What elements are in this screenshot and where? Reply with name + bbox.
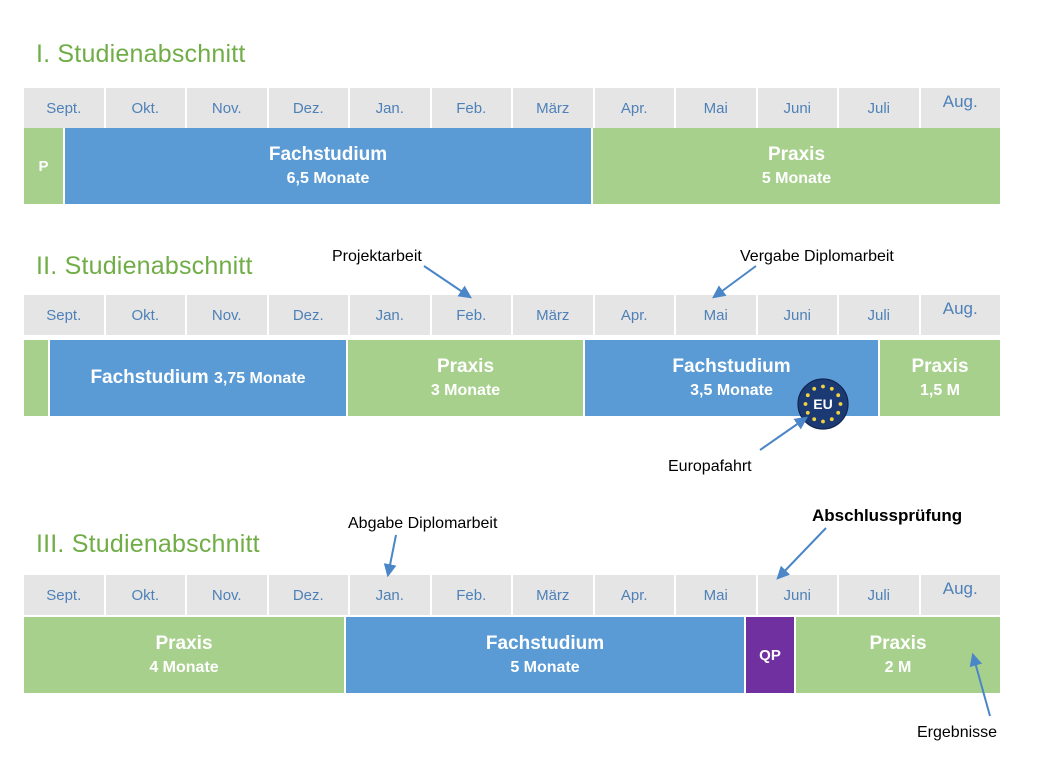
bar-duration: 2 M	[884, 658, 912, 676]
month-cell-okt: Okt.	[105, 575, 187, 615]
month-cell-nov: Nov.	[187, 295, 269, 335]
bar-duration: 3,75 Monate	[213, 369, 306, 387]
month-cell-sept: Sept.	[24, 88, 106, 128]
month-cell-juni: Juni	[757, 295, 839, 335]
month-cell-nov: Nov.	[187, 575, 269, 615]
bar-fachstudium-1-2: Fachstudium 3,75 Monate	[50, 340, 348, 416]
bar-label: Praxis	[911, 355, 969, 377]
month-cell-juni: Juni	[757, 88, 839, 128]
bar-row-2: Fachstudium 3,75 Monate Praxis 3 Monate …	[24, 340, 1000, 416]
bar-label: Fachstudium	[268, 143, 388, 165]
bar-label: Praxis	[869, 632, 927, 654]
month-cell-mai: Mai	[676, 295, 758, 335]
month-cell-juni: Juni	[757, 575, 839, 615]
month-cell-apr: Apr.	[594, 295, 676, 335]
month-cell-feb: Feb.	[431, 295, 513, 335]
month-cell-apr: Apr.	[594, 575, 676, 615]
month-cell-nov: Nov.	[187, 88, 269, 128]
bar-duration: 6,5 Monate	[286, 169, 370, 187]
bar-praxis-p-1: P	[24, 128, 65, 204]
month-cell-maerz: März	[513, 88, 595, 128]
arrow-projektarbeit	[423, 265, 472, 299]
month-cell-okt: Okt.	[105, 88, 187, 128]
annotation-projektarbeit: Projektarbeit	[332, 248, 422, 265]
month-cell-dez: Dez.	[268, 575, 350, 615]
bar-fachstudium-1: Fachstudium 6,5 Monate	[65, 128, 593, 204]
month-header-row-1: Sept. Okt. Nov. Dez. Jan. Feb. März Apr.…	[24, 88, 1000, 128]
arrow-abgabe-diplomarbeit	[383, 534, 397, 578]
eu-emblem-icon: EU	[797, 378, 849, 430]
bar-label: Praxis	[155, 632, 213, 654]
bar-fachstudium-3: Fachstudium 5 Monate	[346, 617, 746, 693]
bar-praxis-2-3: Praxis 2 M	[796, 617, 1000, 693]
month-cell-okt: Okt.	[105, 295, 187, 335]
bar-label: Praxis	[436, 355, 495, 377]
month-cell-feb: Feb.	[431, 575, 513, 615]
bar-row-3: Praxis 4 Monate Fachstudium 5 Monate QP …	[24, 617, 1000, 693]
bar-duration: 1,5 M	[919, 381, 960, 399]
month-cell-aug: Aug.	[920, 88, 1000, 128]
month-cell-maerz: März	[513, 575, 595, 615]
bar-label: QP	[759, 646, 781, 664]
month-cell-mai: Mai	[676, 575, 758, 615]
month-cell-juli: Juli	[839, 88, 921, 128]
section-title-1: I. Studienabschnitt	[36, 40, 246, 68]
bar-fachstudium-2-2: Fachstudium 3,5 Monate	[585, 340, 880, 416]
month-cell-sept: Sept.	[24, 575, 106, 615]
month-cell-mai: Mai	[676, 88, 758, 128]
bar-label: Fachstudium	[672, 355, 791, 377]
bar-duration: 4 Monate	[149, 658, 219, 676]
annotation-vergabe-diplomarbeit: Vergabe Diplomarbeit	[740, 248, 894, 265]
month-cell-apr: Apr.	[594, 88, 676, 128]
arrow-vergabe-diplomarbeit	[712, 265, 757, 299]
bar-praxis-1-3: Praxis 4 Monate	[24, 617, 346, 693]
month-cell-maerz: März	[513, 295, 595, 335]
bar-label: Fachstudium	[90, 366, 209, 388]
bar-qp-3: QP	[746, 617, 796, 693]
bar-praxis-2-2: Praxis 1,5 M	[880, 340, 1000, 416]
month-cell-jan: Jan.	[350, 295, 432, 335]
bar-duration: 3 Monate	[430, 381, 501, 399]
month-cell-jan: Jan.	[350, 88, 432, 128]
bar-label-combined: Fachstudium 3,75 Monate	[90, 367, 305, 390]
month-cell-feb: Feb.	[431, 88, 513, 128]
month-cell-juli: Juli	[839, 295, 921, 335]
month-cell-jan: Jan.	[350, 575, 432, 615]
month-cell-aug: Aug.	[920, 575, 1000, 615]
annotation-europafahrt: Europafahrt	[668, 458, 752, 475]
bar-praxis-1: Praxis 5 Monate	[593, 128, 1000, 204]
month-cell-sept: Sept.	[24, 295, 106, 335]
annotation-abgabe-diplomarbeit: Abgabe Diplomarbeit	[348, 515, 498, 532]
month-cell-dez: Dez.	[268, 88, 350, 128]
bar-praxis-start-2	[24, 340, 50, 416]
arrow-abschlusspruefung	[776, 527, 827, 580]
annotation-ergebnisse: Ergebnisse	[917, 724, 998, 741]
annotation-abschlusspruefung: Abschlussprüfung	[812, 506, 963, 525]
month-header-row-3: Sept. Okt. Nov. Dez. Jan. Feb. März Apr.…	[24, 575, 1000, 615]
bar-duration: 3,5 Monate	[690, 381, 773, 399]
svg-text:EU: EU	[813, 396, 832, 412]
month-header-row-2: Sept. Okt. Nov. Dez. Jan. Feb. März Apr.…	[24, 295, 1000, 335]
bar-praxis-1-2: Praxis 3 Monate	[348, 340, 585, 416]
month-cell-aug: Aug.	[920, 295, 1000, 335]
bar-label: Praxis	[767, 143, 826, 165]
section-title-3: III. Studienabschnitt	[36, 530, 260, 558]
bar-label: P	[38, 157, 49, 175]
bar-duration: 5 Monate	[510, 658, 580, 676]
month-cell-dez: Dez.	[268, 295, 350, 335]
bar-duration: 5 Monate	[761, 169, 832, 187]
bar-row-1: P Fachstudium 6,5 Monate Praxis 5 Monate	[24, 128, 1000, 204]
section-title-2: II. Studienabschnitt	[36, 252, 253, 280]
month-cell-juli: Juli	[839, 575, 921, 615]
bar-label: Fachstudium	[485, 632, 605, 654]
